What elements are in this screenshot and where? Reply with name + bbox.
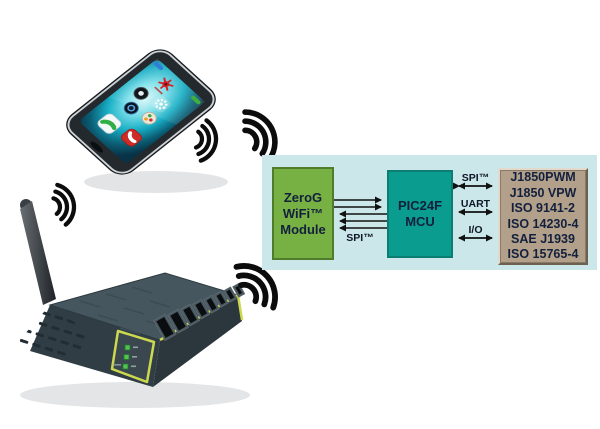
gear-icon [151,95,171,113]
wifi-module-label: Module [280,221,326,237]
router-led-panel [110,329,156,384]
router-brand-mark [113,364,121,366]
router-antenna [20,199,56,305]
phone-signal-pill-blue [153,61,164,71]
uart-bus-label: UART [460,198,491,210]
wifi-module-block: ZeroG WiFi™ Module [272,167,334,260]
protocol-line: ISO 9141-2 [511,201,575,216]
app-icon-2 [123,101,139,115]
end-call-app-icon [121,128,142,147]
router-ethernet-ports [153,282,246,342]
protocol-line: J1850PWM [510,170,576,185]
protocol-line: ISO 14230-4 [507,216,579,231]
protocols-block: J1850PWM J1850 VPW ISO 9141-2 ISO 14230-… [498,168,588,265]
router-ports-face [153,295,242,387]
spi-bus-label: SPI™ [461,172,490,184]
phone-signal-pill-green [190,95,201,105]
protocol-line: ISO 15765-4 [507,247,579,262]
wifi-waves-icon [209,262,279,332]
call-app-icon [97,113,122,134]
router-shadow [20,382,250,408]
wifi-module-label: ZeroG [283,189,323,205]
diagram-panel: ZeroG WiFi™ Module PIC24F MCU J1850PWM J… [262,155,597,270]
io-bus-label: I/O [468,224,483,236]
smartphone-illustration [66,49,228,193]
mcu-label: PIC24F [397,198,443,213]
mcu-label: MCU [405,214,435,229]
wifi-module-label: WiFi™ [282,205,324,221]
app-icon-1 [133,86,149,100]
protocol-line: J1850 VPW [509,185,577,200]
router-leds [122,344,138,370]
mcu-block: PIC24F MCU [387,170,453,258]
router-illustration [19,199,250,408]
protocol-line: SAE J1939 [511,231,575,246]
phone-logo-icon [154,77,174,95]
module-mcu-bus-label: SPI™ [346,232,374,244]
phone-speaker [90,141,103,153]
bus-arrows [334,182,493,242]
app-icon-3 [141,111,157,125]
phone-shadow [84,171,228,193]
wifi-waves-icon [16,172,86,242]
